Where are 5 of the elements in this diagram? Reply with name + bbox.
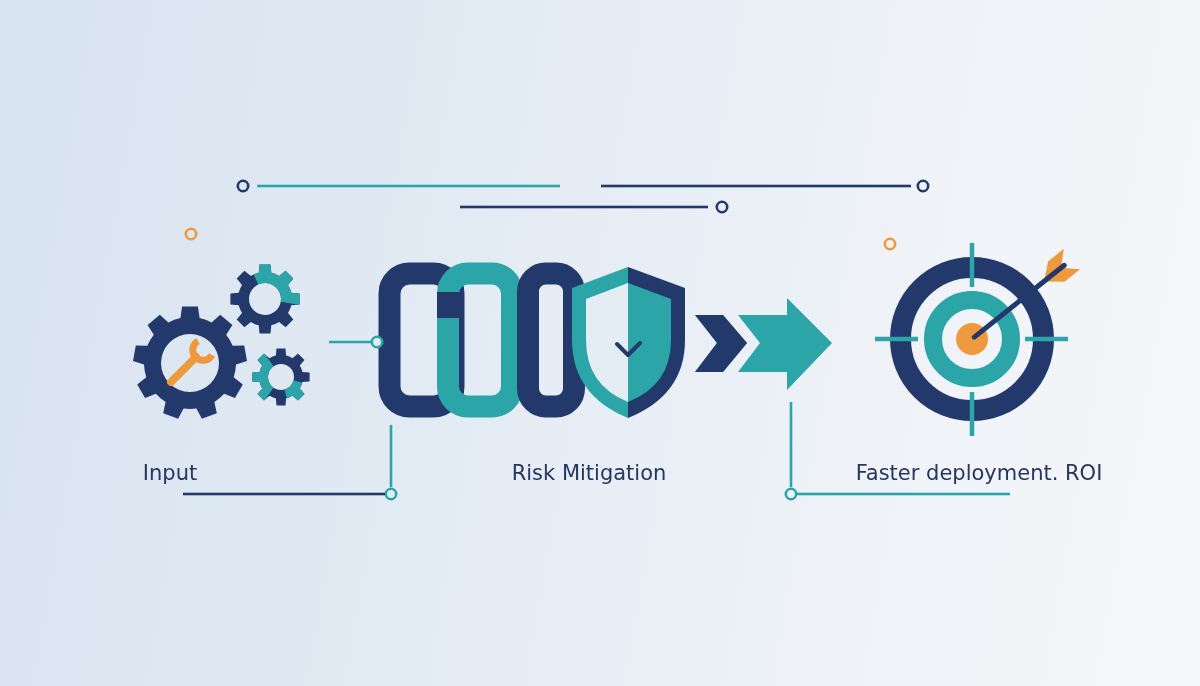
stage-label: Faster deployment. ROI xyxy=(855,461,1103,485)
connector-line xyxy=(329,335,384,349)
chevron-arrow xyxy=(695,298,832,390)
stage-label: Risk Mitigation xyxy=(511,461,667,485)
stage-label: Input xyxy=(142,461,198,485)
